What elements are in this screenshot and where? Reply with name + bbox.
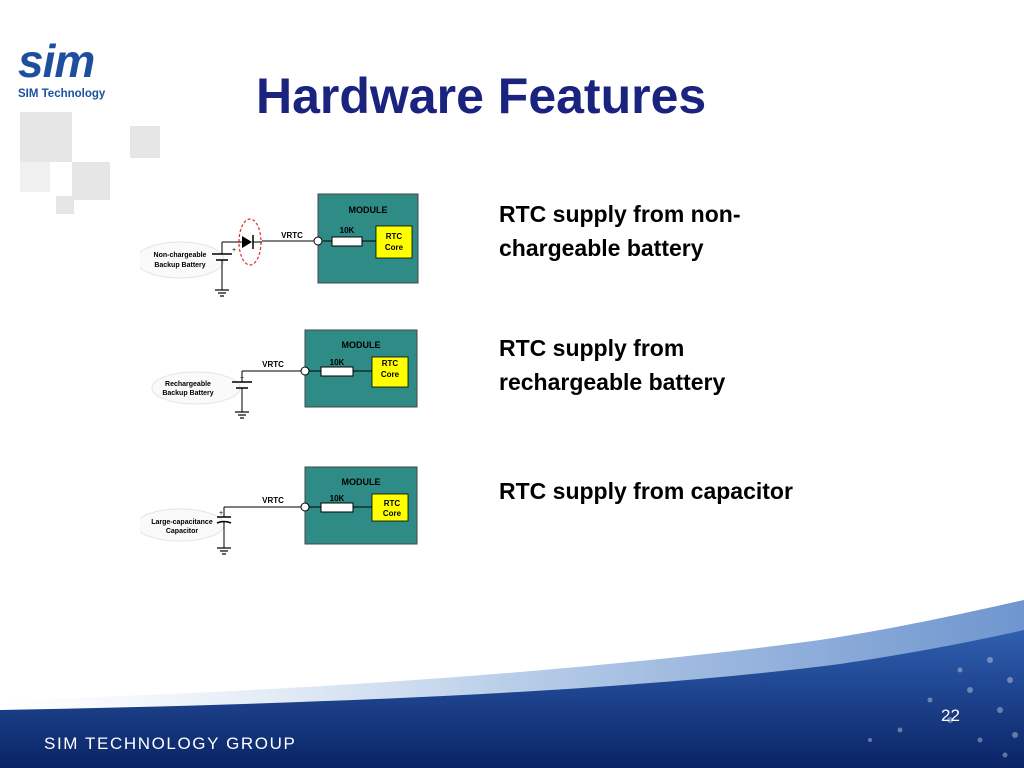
rtc-core-label-line2: Core bbox=[383, 509, 402, 518]
svg-text:+: + bbox=[240, 375, 244, 382]
vrtc-pin bbox=[300, 502, 310, 512]
logo-subtitle: SIM Technology bbox=[18, 88, 106, 100]
resistor bbox=[320, 366, 354, 377]
rtc-core-block bbox=[375, 225, 413, 259]
battery-label-line1: Non-chargeable bbox=[154, 252, 207, 259]
module-label: MODULE bbox=[342, 340, 381, 350]
feature-description-non-chargeable: RTC supply from non- chargeable battery bbox=[499, 197, 740, 265]
module-label: MODULE bbox=[349, 205, 388, 215]
footer-label: SIM TECHNOLOGY GROUP bbox=[44, 734, 297, 753]
feature-line-2: chargeable battery bbox=[499, 235, 704, 261]
feature-line-1: RTC supply from non- bbox=[499, 201, 741, 227]
resistor bbox=[320, 502, 354, 513]
vrtc-pin bbox=[313, 236, 323, 246]
feature-line-2: rechargeable battery bbox=[499, 369, 726, 395]
footer-band bbox=[0, 600, 1024, 768]
svg-text:+: + bbox=[219, 510, 223, 517]
vrtc-pin bbox=[300, 366, 310, 376]
vrtc-label: VRTC bbox=[262, 360, 284, 369]
feature-line-1: RTC supply from capacitor bbox=[499, 478, 793, 504]
feature-description-rechargeable: RTC supply from rechargeable battery bbox=[499, 331, 725, 399]
rtc-core-label-line1: RTC bbox=[384, 499, 401, 508]
rtc-core-label-line2: Core bbox=[385, 243, 404, 252]
battery-label-line2: Backup Battery bbox=[162, 390, 213, 397]
resistor-label: 10K bbox=[330, 494, 345, 503]
rtc-core-label-line2: Core bbox=[381, 370, 400, 379]
rtc-core-block bbox=[371, 356, 409, 388]
capacitor-label-line1: Large-capacitance bbox=[151, 519, 213, 526]
resistor-label: 10K bbox=[340, 226, 355, 235]
rtc-diagram-rechargeable: MODULE 10K RTC Core VRTC Rechargeable Ba… bbox=[151, 329, 418, 419]
battery-label-line2: Backup Battery bbox=[154, 262, 205, 269]
vrtc-label: VRTC bbox=[262, 496, 284, 505]
feature-line-1: RTC supply from bbox=[499, 335, 685, 361]
slide-page-number: 22 bbox=[941, 706, 960, 725]
capacitor-label-line2: Capacitor bbox=[166, 528, 199, 535]
battery-label-line1: Rechargeable bbox=[165, 381, 211, 388]
feature-description-capacitor: RTC supply from capacitor bbox=[499, 474, 793, 508]
rtc-core-label-line1: RTC bbox=[386, 232, 403, 241]
vrtc-label: VRTC bbox=[281, 231, 303, 240]
rtc-core-label-line1: RTC bbox=[382, 359, 399, 368]
rtc-diagram-capacitor: MODULE 10K RTC Core VRTC Large-capacitan… bbox=[140, 466, 418, 555]
logo-wordmark: sim bbox=[18, 35, 95, 87]
battery-label-bubble bbox=[151, 371, 241, 405]
rtc-diagram-non-chargeable: MODULE 10K RTC Core VRTC Non-chargeable … bbox=[140, 193, 419, 297]
diode bbox=[242, 236, 252, 248]
svg-text:+: + bbox=[232, 247, 236, 254]
resistor bbox=[331, 236, 363, 247]
sim-technology-logo: sim SIM Technology bbox=[14, 38, 134, 108]
battery-label-bubble bbox=[140, 241, 225, 279]
module-label: MODULE bbox=[342, 477, 381, 487]
page-title: Hardware Features bbox=[256, 68, 707, 124]
resistor-label: 10K bbox=[330, 358, 345, 367]
